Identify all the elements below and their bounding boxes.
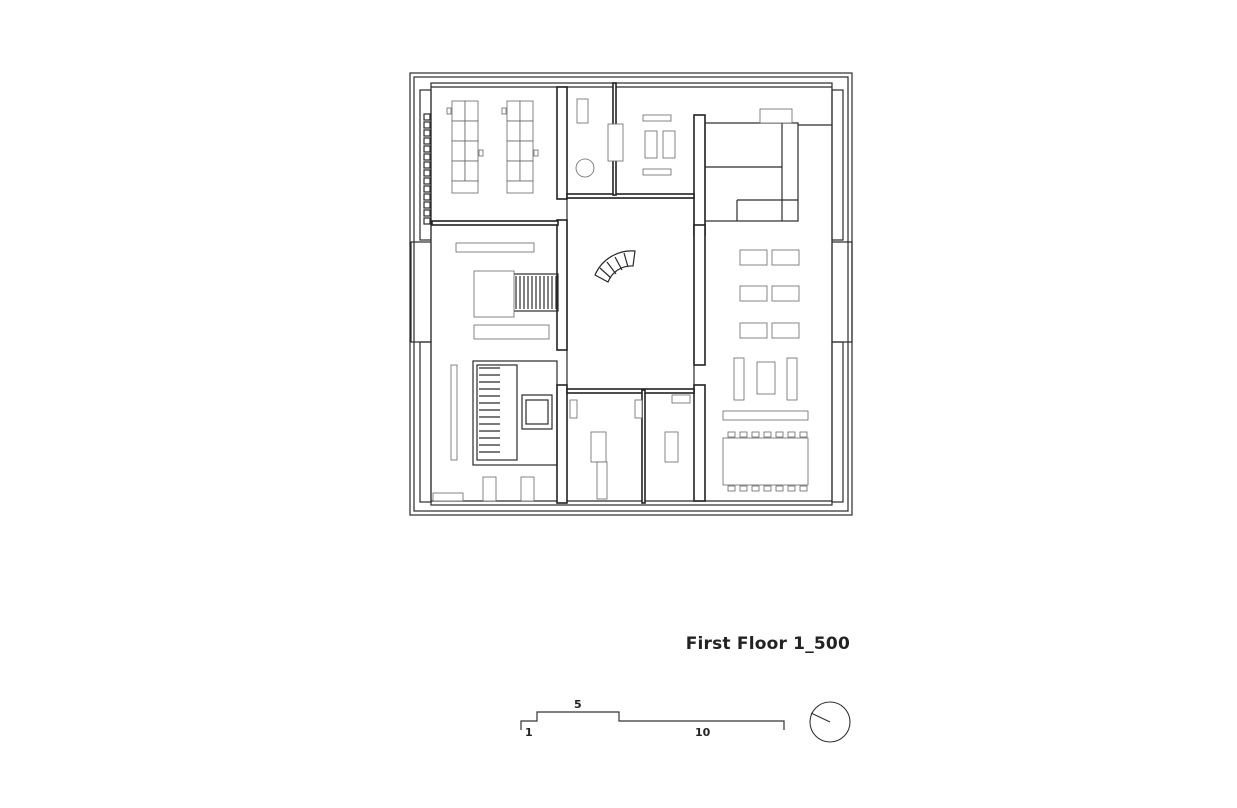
window-mullion — [423, 153, 431, 161]
table — [771, 322, 800, 339]
desk — [451, 120, 466, 142]
chair — [501, 107, 507, 115]
shelf — [607, 123, 624, 162]
chair — [763, 431, 772, 438]
window-mullion — [423, 137, 431, 145]
chair — [727, 431, 736, 438]
chair — [763, 485, 772, 492]
scale-label-5: 5 — [574, 698, 582, 711]
chair — [478, 149, 484, 157]
desk — [519, 140, 534, 162]
desk — [451, 140, 466, 162]
cabinet — [451, 180, 479, 194]
table — [520, 476, 535, 502]
scale-bar — [520, 711, 785, 730]
chair — [727, 485, 736, 492]
window-mullions-left — [423, 113, 431, 225]
chair — [799, 485, 808, 492]
chair — [799, 431, 808, 438]
table — [739, 322, 768, 339]
desk — [576, 98, 589, 124]
desk — [506, 140, 521, 162]
chair — [787, 485, 796, 492]
desk — [506, 100, 521, 122]
table — [664, 431, 679, 463]
window-mullion — [423, 113, 431, 121]
window-mullion — [423, 121, 431, 129]
shelf — [450, 364, 458, 461]
north-arrow-icon — [809, 701, 851, 743]
cabinet — [506, 180, 534, 194]
chair — [787, 431, 796, 438]
counter — [432, 492, 464, 502]
desk — [464, 120, 479, 142]
desk — [464, 100, 479, 122]
window-mullion — [423, 177, 431, 185]
kitchen-unit — [473, 270, 515, 318]
shelf — [455, 242, 535, 253]
counter — [759, 108, 793, 124]
window-mullion — [423, 193, 431, 201]
chair — [751, 431, 760, 438]
bench — [722, 410, 809, 421]
window-mullion — [423, 161, 431, 169]
sofa — [786, 357, 798, 401]
window-mullion — [423, 209, 431, 217]
chair — [775, 431, 784, 438]
furniture — [432, 98, 809, 502]
chair — [775, 485, 784, 492]
window-mullion — [423, 201, 431, 209]
cabinet — [671, 394, 691, 404]
desk — [662, 130, 676, 159]
desk — [464, 160, 479, 182]
desk — [519, 160, 534, 182]
shelf — [642, 114, 672, 122]
chair — [751, 485, 760, 492]
desk — [519, 120, 534, 142]
table — [739, 285, 768, 302]
drawing-title: First Floor 1_500 — [685, 634, 850, 654]
chair — [533, 149, 539, 157]
desk — [644, 130, 658, 159]
scale-label-1: 1 — [525, 726, 533, 739]
table — [771, 285, 800, 302]
round-table — [575, 158, 595, 178]
desk — [506, 120, 521, 142]
window-mullion — [423, 129, 431, 137]
desk — [451, 160, 466, 182]
desk — [464, 140, 479, 162]
window-mullion — [423, 169, 431, 177]
desk — [590, 431, 607, 463]
table — [482, 476, 497, 502]
spiral-stair — [594, 250, 636, 283]
shelf — [634, 399, 643, 419]
desk — [451, 100, 466, 122]
shelf — [569, 399, 578, 419]
window-mullion — [423, 217, 431, 225]
table — [771, 249, 800, 266]
conference-table — [722, 437, 809, 486]
building-envelope — [409, 72, 853, 516]
chair — [739, 431, 748, 438]
sofa — [733, 357, 745, 401]
table — [756, 361, 776, 395]
window-mullion — [423, 145, 431, 153]
scale-label-10: 10 — [695, 726, 711, 739]
chair — [446, 107, 452, 115]
window-mullion — [423, 185, 431, 193]
desk — [519, 100, 534, 122]
desk — [596, 461, 608, 500]
counter — [473, 324, 550, 340]
table — [739, 249, 768, 266]
shelf — [642, 168, 672, 176]
chair — [739, 485, 748, 492]
desk — [506, 160, 521, 182]
